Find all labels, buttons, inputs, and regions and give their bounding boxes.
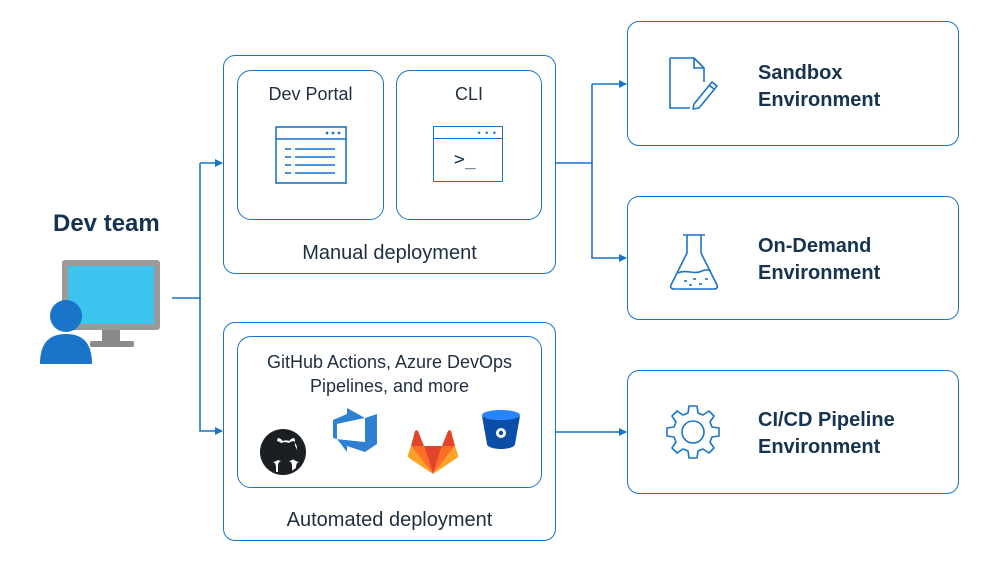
sandbox-environment-box[interactable] — [627, 21, 959, 146]
dev-team-label: Dev team — [53, 210, 160, 237]
browser-window-icon — [275, 126, 347, 184]
dev-portal-card[interactable] — [237, 70, 384, 220]
automated-deployment-label: Automated deployment — [286, 509, 493, 531]
ci-tools-label-line1: GitHub Actions, Azure DevOps — [266, 352, 513, 372]
gitlab-logo — [408, 430, 458, 474]
github-logo — [260, 429, 306, 475]
connector-manual-trunk — [556, 84, 593, 164]
terminal-icon: • • • >_ — [433, 126, 503, 182]
computer-user-icon — [40, 260, 160, 364]
cli-card[interactable] — [396, 70, 542, 220]
cli-label: CLI — [454, 84, 483, 104]
azure-devops-logo — [333, 408, 377, 452]
sandbox-label-line1: Sandbox — [758, 62, 843, 84]
gear-icon — [666, 405, 720, 459]
cicd-label-line2: Environment — [758, 436, 881, 458]
document-edit-icon — [669, 57, 718, 110]
flask-icon — [669, 234, 719, 290]
ci-tools-label-line2: Pipelines, and more — [309, 376, 470, 396]
dev-portal-label: Dev Portal — [268, 84, 353, 104]
terminal-prompt: >_ — [454, 149, 476, 170]
connector-to-ondemand — [591, 163, 627, 262]
ondemand-label-line1: On-Demand — [758, 235, 872, 257]
sandbox-label-line2: Environment — [758, 89, 881, 111]
connector-devteam-trunk — [172, 163, 201, 299]
cicd-label-line1: CI/CD Pipeline — [758, 409, 895, 431]
connector-to-automated — [199, 298, 223, 435]
manual-deployment-label: Manual deployment — [302, 242, 477, 264]
bitbucket-logo — [482, 410, 520, 449]
ondemand-label-line2: Environment — [758, 262, 881, 284]
ondemand-environment-box[interactable] — [627, 196, 959, 320]
